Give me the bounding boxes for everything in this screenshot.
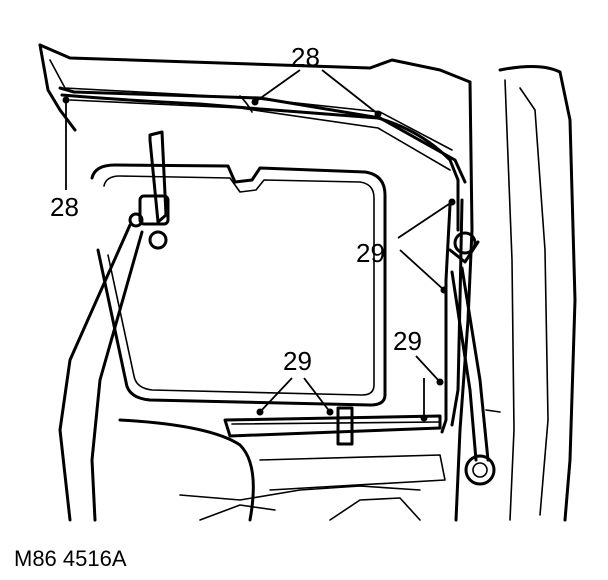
callout-29-right-lower: 29 xyxy=(393,326,444,386)
callout-label: 28 xyxy=(291,42,320,72)
seat-belt-left xyxy=(58,130,170,522)
lower-sill xyxy=(118,406,446,522)
door-frame xyxy=(454,65,577,522)
callout-label: 28 xyxy=(50,192,79,222)
wiring-harness xyxy=(60,93,464,434)
callout-label: 29 xyxy=(356,238,385,268)
callout-29-bottom: 29 xyxy=(256,346,428,422)
figure-code: M86 4516A xyxy=(14,546,127,571)
callout-29-right-upper: 29 xyxy=(356,198,456,294)
callout-28-top: 28 xyxy=(251,42,382,118)
rear-window xyxy=(90,163,387,407)
callout-28-left: 28 xyxy=(50,96,79,222)
seat-belt-right xyxy=(448,231,501,486)
floor-trim xyxy=(179,485,421,521)
roof-outline xyxy=(38,43,472,184)
callout-label: 29 xyxy=(393,326,422,356)
callout-label: 29 xyxy=(283,346,312,376)
